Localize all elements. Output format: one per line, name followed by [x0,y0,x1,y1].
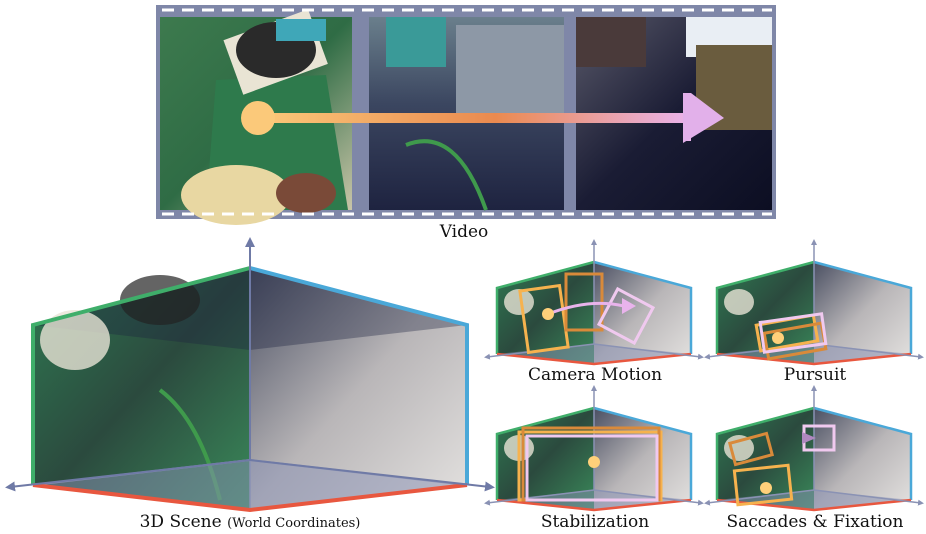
panel-boxes [518,272,656,355]
panel-boxes [517,426,663,502]
panel-stabilization [484,385,704,512]
scene3d-axes [5,237,495,492]
scene3d-sublabel: (World Coordinates) [227,516,361,531]
panel-label-stabilization: Stabilization [540,512,650,532]
panel-camera-motion [484,239,704,366]
panel-axes [704,239,924,360]
panel-label-pursuit: Pursuit [783,365,847,385]
panel-axes [704,385,924,506]
panel-axes [484,385,704,506]
panel-boxes [754,312,828,361]
trajectory-arrow [241,93,724,143]
panel-boxes [727,424,836,507]
panel-axes [484,239,704,360]
panel-label-camera-motion: Camera Motion [527,365,663,385]
scene3d-title: 3D Scene [139,512,222,532]
video-filmstrip [156,5,776,225]
panel-label-saccades-fixation: Saccades & Fixation [726,512,904,532]
video-label: Video [439,222,489,242]
panel-pursuit [704,239,924,366]
video-frame-1 [160,9,352,225]
sprocket-holes [162,8,772,216]
scene3d-box [31,266,469,513]
panel-saccades-fixation [704,385,924,512]
scene3d-label: 3D Scene (World Coordinates) [100,512,400,532]
filmstrip-graphic [160,8,772,225]
